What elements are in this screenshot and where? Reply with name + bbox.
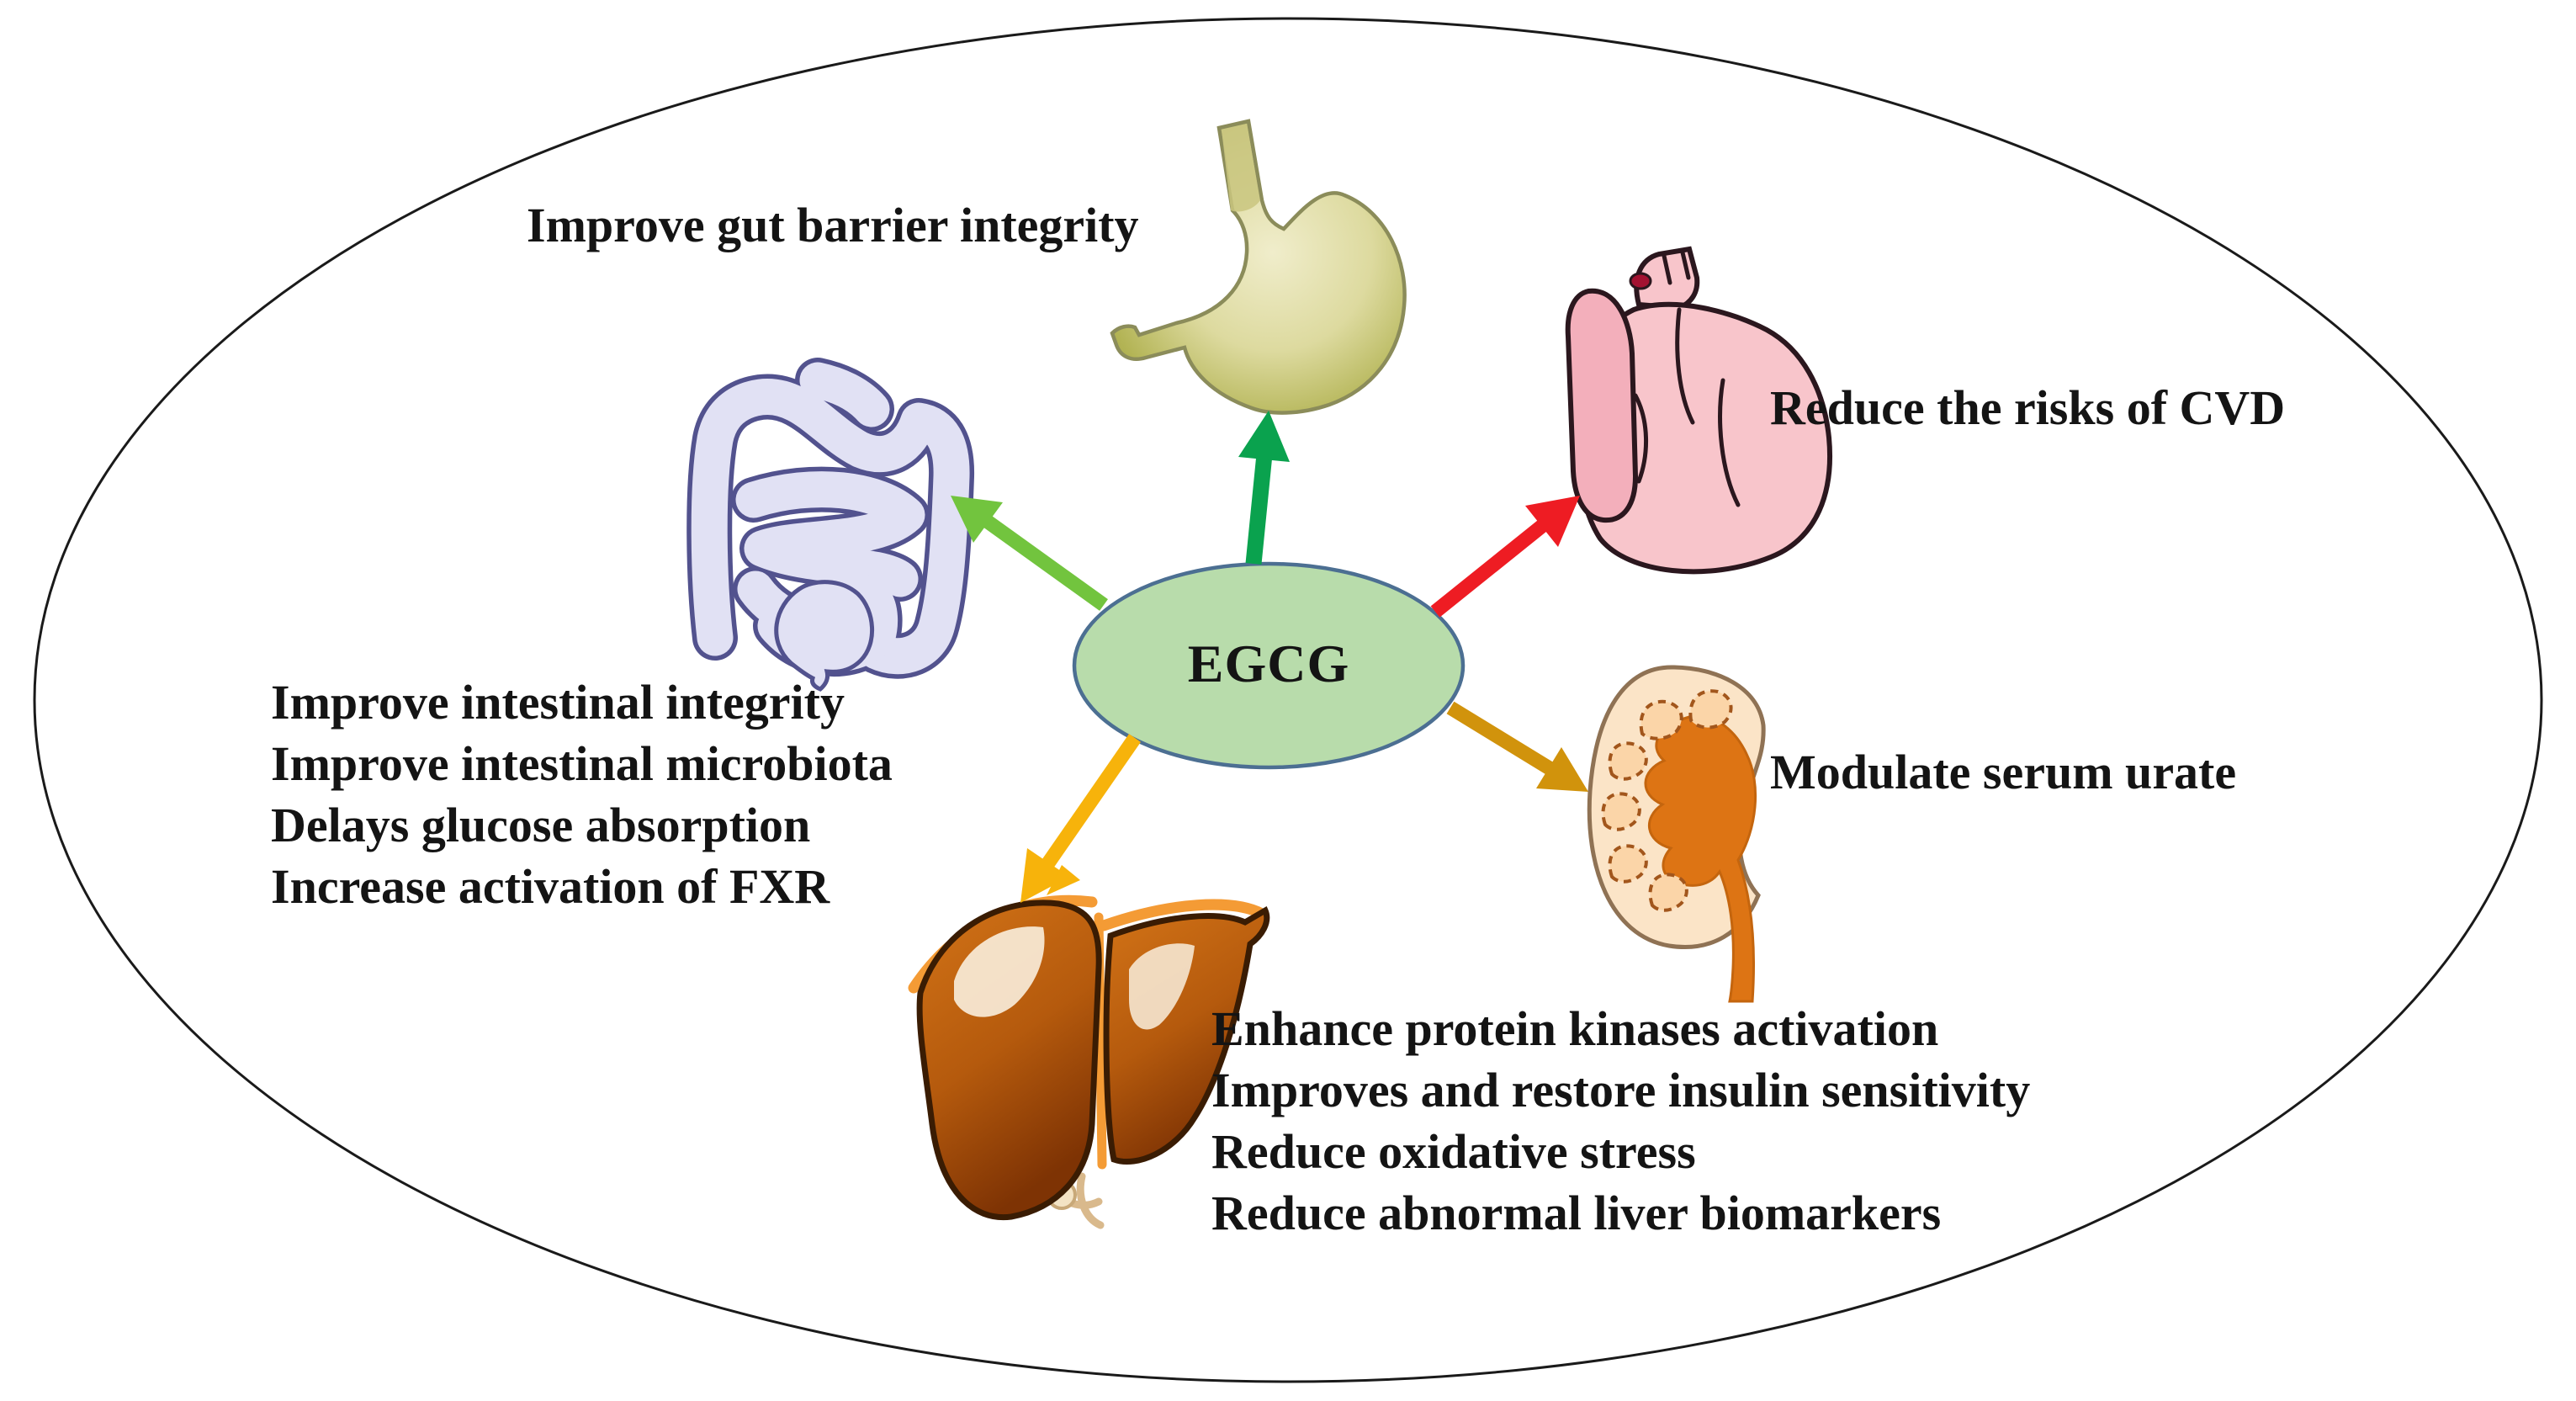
heart-benefit-label: Reduce the risks of CVD (1770, 380, 2286, 435)
intestine-benefit-line: Improve intestinal integrity (271, 675, 845, 730)
arrow-egcg-to-intestines (951, 496, 1108, 611)
aorta-red-spot (1629, 272, 1652, 290)
liver-benefit-line: Reduce oxidative stress (1211, 1124, 1696, 1179)
rectum-blob (774, 580, 874, 692)
arrow-egcg-to-liver (1020, 734, 1141, 903)
egcg-node-ellipse (1072, 561, 1466, 770)
right-atrium-lobe (1565, 288, 1639, 523)
egcg-node-label: EGCG (1187, 634, 1350, 693)
esophagus-shading (1222, 124, 1260, 212)
heart-icon (1565, 246, 1832, 575)
kidney-benefit-label: Modulate serum urate (1770, 745, 2237, 799)
intestine-benefit-line: Improve intestinal microbiota (271, 736, 893, 791)
liver-benefit-list: Enhance protein kinases activation Impro… (1211, 998, 2030, 1244)
intestine-benefit-line: Increase activation of FXR (271, 859, 830, 914)
liver-benefit-line: Reduce abnormal liver biomarkers (1211, 1186, 1942, 1240)
liver-icon (908, 894, 1270, 1229)
stomach-benefit-label: Improve gut barrier integrity (527, 198, 1139, 252)
kidney-icon (1587, 665, 1766, 1003)
liver-benefit-line: Enhance protein kinases activation (1211, 1001, 1939, 1056)
stomach-icon (1110, 119, 1407, 415)
intestines-icon (686, 358, 975, 692)
arrow-egcg-to-heart (1430, 496, 1580, 618)
intestine-benefit-line: Delays glucose absorption (271, 798, 811, 852)
arrow-egcg-to-stomach (1238, 411, 1290, 565)
liver-benefit-line: Improves and restore insulin sensitivity (1211, 1063, 2031, 1117)
renal-pelvis-ureter (1644, 714, 1757, 1003)
arrow-egcg-to-kidney (1446, 701, 1588, 792)
intestine-benefit-list: Improve intestinal integrity Improve int… (271, 671, 893, 917)
